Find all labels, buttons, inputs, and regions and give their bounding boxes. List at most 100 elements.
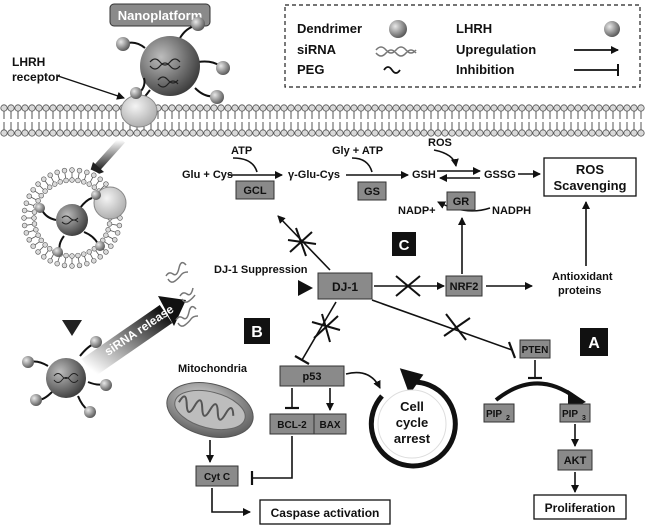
- sirna-release-arrow: [81, 304, 173, 378]
- gly-atp-label: Gly + ATP: [332, 145, 383, 157]
- pip2-sub: 2: [506, 415, 510, 422]
- gssg-label: GSSG: [484, 169, 516, 181]
- caspase-activation-box: [259, 499, 391, 525]
- peg-icon: [383, 66, 401, 74]
- caspase-activation-label: Caspase activation: [271, 506, 380, 520]
- nadph-label: NADPH: [492, 205, 531, 217]
- panel-a-badge: [580, 328, 608, 356]
- receptor-pointer-arrow: [57, 75, 125, 100]
- panel-c-badge: [392, 232, 416, 256]
- lhrh-receptor-label-2: receptor: [12, 70, 60, 84]
- p53-label: p53: [303, 371, 322, 383]
- p53-box: [279, 365, 345, 387]
- cell-cycle-label-3: arrest: [394, 431, 431, 446]
- ros-scavenging-label-2: Scavenging: [554, 178, 627, 193]
- glu-cys-label: Glu + Cys: [182, 169, 233, 181]
- lhrh-icon: [604, 21, 620, 37]
- block-mark-gcl: [287, 227, 317, 257]
- gs-label: GS: [364, 186, 380, 198]
- cytc-box: [195, 465, 239, 487]
- legend-dendrimer-label: Dendrimer: [297, 21, 362, 36]
- akt-box: [557, 449, 593, 471]
- pip3-sub: 3: [582, 415, 586, 422]
- proliferation-label: Proliferation: [545, 501, 616, 515]
- legend-inhibition-label: Inhibition: [456, 62, 515, 77]
- antioxidant-label-2: proteins: [558, 285, 601, 297]
- panel-a-label: A: [588, 335, 600, 352]
- atp-curve-1: [232, 157, 258, 173]
- ros-scavenging-box: [543, 157, 637, 197]
- panel-c-label: C: [399, 237, 410, 254]
- pip2-box: [483, 403, 515, 423]
- legend-sirna-label: siRNA: [297, 42, 337, 57]
- nanoplatform-badge: [109, 3, 211, 27]
- gr-label: GR: [453, 196, 470, 208]
- nadp-plus-label: NADP+: [398, 205, 436, 217]
- endocytosis-arrow: [92, 137, 125, 173]
- cell-cycle-arrest-icon: [368, 368, 458, 469]
- lhrh-receptor-label-1: LHRH: [12, 55, 45, 69]
- nrf2-label: NRF2: [450, 281, 479, 293]
- sirna-strands: [165, 261, 199, 327]
- legend-frame: [284, 4, 641, 88]
- dj1-box: [317, 272, 373, 300]
- inhibit-dj1-pten: [371, 299, 513, 351]
- nrf2-box: [445, 275, 483, 297]
- ros-curve: [433, 149, 459, 167]
- gs-box: [357, 181, 387, 201]
- gcl-label: GCL: [243, 185, 267, 197]
- cell-cycle-label-1: Cell: [400, 399, 424, 414]
- released-nanoparticle: [22, 336, 112, 418]
- block-mark-pten: [443, 313, 471, 341]
- ros-scavenging-label-1: ROS: [576, 162, 605, 177]
- inhibit-dj1-p53: [301, 301, 337, 361]
- sirna-icon: [375, 46, 417, 57]
- legend: Dendrimer siRNA PEG LHRH Upregulation In…: [284, 4, 641, 88]
- pip-conversion-curve: [494, 381, 578, 402]
- legend-peg-label: PEG: [297, 62, 324, 77]
- pip3-box: [559, 403, 591, 423]
- pten-box: [519, 339, 551, 359]
- cytc-label: Cyt C: [204, 472, 230, 483]
- cell-membrane: [0, 104, 645, 137]
- proliferation-box: [533, 494, 627, 520]
- akt-label: AKT: [564, 455, 587, 467]
- gcl-box: [235, 180, 275, 200]
- arrow-cytc-to-caspase: [211, 488, 251, 516]
- panel-b-badge: [244, 318, 270, 344]
- block-mark-nrf2: [395, 275, 421, 297]
- cell-cycle-label-2: cycle: [396, 415, 429, 430]
- pten-label: PTEN: [522, 345, 549, 356]
- atp-curve-2: [351, 157, 373, 173]
- bax-label: BAX: [319, 420, 340, 431]
- inhibit-bcl2-cytc: [252, 436, 293, 479]
- bcl2-label: BCL-2: [277, 420, 307, 431]
- inhibit-dj1-pten-bar: [507, 341, 517, 359]
- gsh-label: GSH: [412, 169, 436, 181]
- nanoplatform-title: Nanoplatform: [118, 8, 203, 23]
- pip3-label: PIP: [562, 409, 578, 420]
- gamma-glu-cys-label: γ-Glu-Cys: [288, 169, 340, 181]
- dendrimer-icon: [389, 20, 407, 38]
- block-mark-p53: [311, 313, 341, 343]
- gr-box: [446, 191, 476, 211]
- endosome-contents: [35, 186, 127, 257]
- dj1-suppression-label: DJ-1 Suppression: [214, 264, 308, 276]
- dj1-label: DJ-1: [332, 280, 358, 294]
- mitochondria-label: Mitochondria: [178, 363, 248, 375]
- legend-lhrh-label: LHRH: [456, 21, 492, 36]
- atp-label-1: ATP: [231, 145, 252, 157]
- pip2-label: PIP: [486, 409, 502, 420]
- ros-small-label: ROS: [428, 137, 452, 149]
- mitochondria-icon: [166, 382, 254, 438]
- legend-upregulation-label: Upregulation: [456, 42, 536, 57]
- inhibit-dj1-p53-bar: [294, 355, 310, 365]
- sirna-release-label: siRNA release: [102, 302, 177, 359]
- lhrh-receptor: [120, 77, 158, 128]
- bax-box: [313, 413, 347, 435]
- panel-b-label: B: [251, 324, 263, 341]
- nanoplatform-particle: [116, 17, 230, 104]
- antioxidant-label-1: Antioxidant: [552, 271, 613, 283]
